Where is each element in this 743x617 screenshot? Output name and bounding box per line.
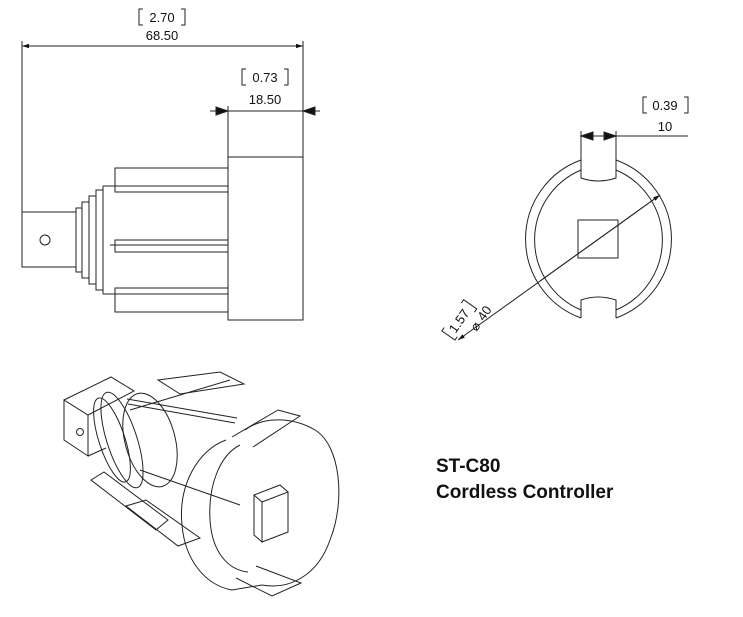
product-name: Cordless Controller xyxy=(436,482,614,503)
side-shaft xyxy=(21,211,77,268)
iso-ring-inner xyxy=(209,444,249,573)
iso-rib-top xyxy=(156,371,246,395)
iso-core-end xyxy=(122,392,178,488)
dim-diameter-mm: 40 xyxy=(474,303,495,323)
iso-rib-bottom xyxy=(124,499,202,547)
iso-ring-outer xyxy=(244,419,340,587)
side-collar-1 xyxy=(75,207,83,273)
dim-body-width-mm: 18.50 xyxy=(249,92,282,107)
dim-slot-width-mm: 10 xyxy=(658,119,672,134)
iso-rib-left xyxy=(90,471,169,531)
side-rib-top xyxy=(114,167,229,193)
iso-ring-front xyxy=(180,439,263,591)
iso-inner-square xyxy=(253,484,289,544)
iso-shaft-hole xyxy=(76,428,84,436)
side-rib-mid xyxy=(114,239,229,253)
dim-slot-width xyxy=(579,96,689,160)
side-collar-2 xyxy=(81,201,90,279)
iso-core xyxy=(129,379,241,506)
end-ring-inner-right xyxy=(615,169,663,311)
dim-body-width-in: 0.73 xyxy=(252,70,277,85)
model-number: ST-C80 xyxy=(436,456,501,477)
end-square-shaft xyxy=(577,219,619,259)
iso-collar-2 xyxy=(100,391,144,489)
end-ring-outer-left xyxy=(525,159,582,319)
end-view xyxy=(525,159,672,319)
end-ring-inner-left xyxy=(534,169,582,311)
side-shaft-hole xyxy=(39,234,51,246)
side-rib-bottom xyxy=(114,287,229,313)
end-key-bottom xyxy=(580,296,617,314)
dim-overall-length-mm: 68.50 xyxy=(146,28,179,43)
isometric-view xyxy=(62,371,340,597)
dim-slot-width-in: 0.39 xyxy=(652,98,677,113)
side-view xyxy=(21,156,304,321)
end-ring-outer-right xyxy=(615,159,672,319)
dim-diameter xyxy=(457,194,661,341)
side-collar-3 xyxy=(88,195,97,285)
iso-shaft xyxy=(62,376,136,457)
side-collar-4 xyxy=(95,189,104,291)
dim-overall-length-in: 2.70 xyxy=(149,10,174,25)
dim-body-width xyxy=(210,68,320,157)
iso-collar-1 xyxy=(93,397,131,483)
side-ring-body xyxy=(227,156,304,321)
end-key-top xyxy=(580,164,617,182)
